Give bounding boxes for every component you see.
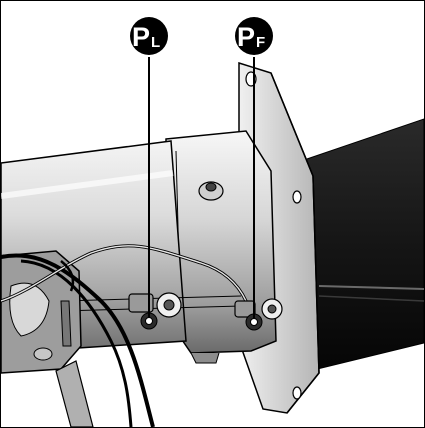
callout-pl-letter: P <box>132 22 150 52</box>
pressure-port-left <box>128 292 182 330</box>
callout-pf: P F <box>235 17 273 55</box>
callout-pl: P L <box>130 17 168 55</box>
callout-pf-letter: P <box>237 22 255 52</box>
callout-pl-subscript: L <box>151 34 160 51</box>
callout-pf-subscript: F <box>256 34 265 51</box>
motor-housing <box>300 118 424 374</box>
blade-bracket <box>1 250 94 427</box>
cables <box>1 244 248 427</box>
